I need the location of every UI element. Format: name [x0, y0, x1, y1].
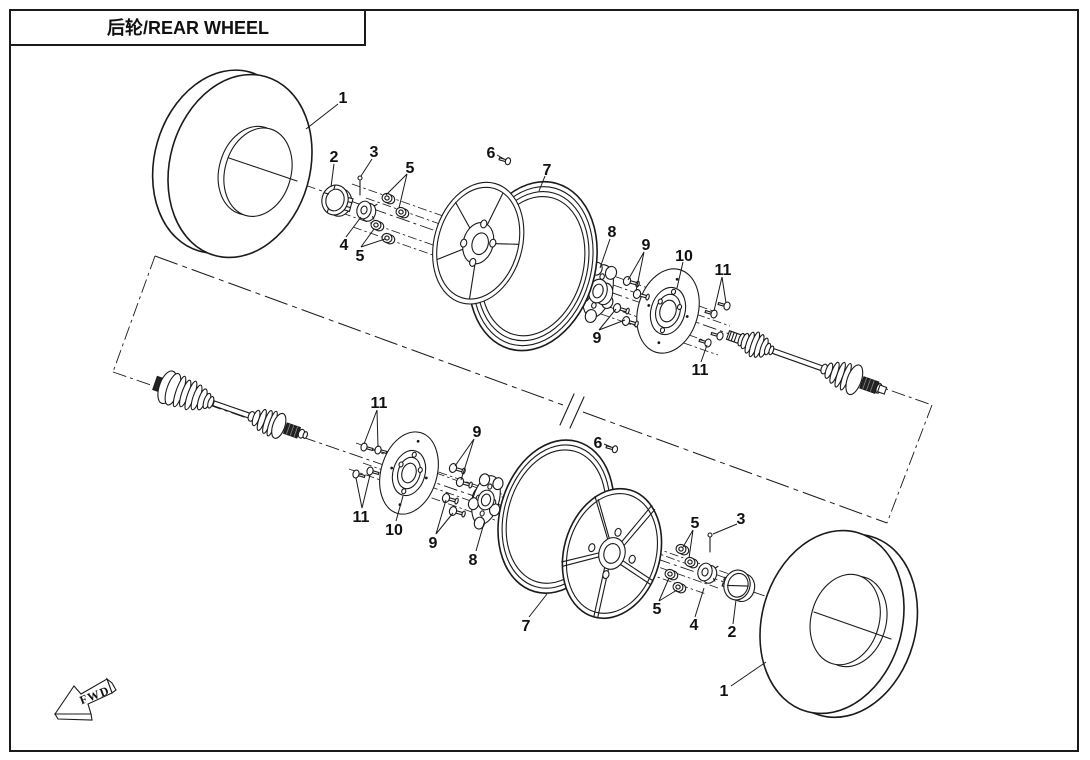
tire-top	[151, 69, 313, 259]
callout-9-top-right: 9	[642, 237, 651, 254]
callout-10-bottom: 10	[385, 522, 403, 539]
callout-3-top: 3	[370, 144, 379, 161]
tire-valve-bottom	[605, 445, 619, 454]
axis-segment-tire-top	[228, 157, 298, 182]
edge-left	[112, 255, 156, 373]
axis-line-bottom	[112, 371, 766, 597]
rear-wheel-assembly-top	[151, 69, 731, 354]
callout-2-top: 2	[330, 149, 339, 166]
callout-6-bottom: 6	[594, 435, 603, 452]
tire-valve-top	[498, 157, 512, 166]
wheel-rim-top	[432, 180, 598, 352]
title-box	[9, 9, 366, 46]
axis-segment-tire-bottom	[813, 611, 892, 640]
disc-bolts-bottom	[352, 442, 388, 479]
wheel-rim-bottom	[497, 439, 663, 620]
brake-disc-top	[636, 268, 700, 354]
callout-7-bottom: 7	[522, 618, 531, 635]
cv-axle-left	[152, 370, 309, 439]
hub-cap-bottom	[721, 569, 756, 603]
cv-axle-right	[725, 330, 888, 396]
callout-10-top: 10	[675, 248, 693, 265]
callouts: 1 2 3 5 4 5 6 7 8 9 10 11 9 11 11 9 6	[305, 90, 767, 700]
callout-9-bottom-upper: 9	[473, 424, 482, 441]
rear-wheel-assembly-bottom	[352, 431, 919, 719]
callout-11-bottom-upper: 11	[371, 395, 388, 412]
callout-11-top-lower: 11	[692, 362, 709, 379]
callout-1-bottom: 1	[720, 683, 729, 700]
callout-4-top: 4	[340, 237, 349, 254]
callout-5-bottom-upper: 5	[691, 515, 700, 532]
disc-bolts-top	[698, 301, 731, 348]
callout-9-top-left: 9	[593, 330, 602, 347]
castle-nut-bottom	[697, 562, 719, 584]
diagonal-line-a	[154, 255, 564, 406]
page-title: 后轮/REAR WHEEL	[107, 17, 269, 38]
callout-8-bottom: 8	[469, 552, 478, 569]
hub-bottom	[467, 473, 504, 530]
castle-nut-top	[356, 200, 378, 222]
callout-6-top: 6	[487, 145, 496, 162]
callout-4-bottom: 4	[690, 617, 699, 634]
edge-right	[886, 404, 933, 524]
callout-9-bottom-lower: 9	[429, 535, 438, 552]
brake-disc-bottom	[379, 431, 439, 515]
lug-nuts-bottom	[664, 543, 699, 594]
center-lines	[112, 183, 933, 597]
callout-5-bottom-lower: 5	[653, 601, 662, 618]
callout-5-top-left: 5	[356, 248, 365, 265]
cotter-pin-bottom	[707, 532, 713, 553]
cotter-pin-top	[357, 175, 363, 196]
callout-8-top: 8	[608, 224, 617, 241]
callout-5-top-right: 5	[406, 160, 415, 177]
callout-11-top-right: 11	[715, 262, 732, 279]
callout-1-top: 1	[339, 90, 348, 107]
diagonal-line-b	[582, 411, 888, 524]
callout-3-bottom: 3	[737, 511, 746, 528]
callout-11-bottom-lower: 11	[353, 509, 370, 526]
callout-2-bottom: 2	[728, 624, 737, 641]
tire-bottom	[759, 529, 919, 719]
callout-7-top: 7	[543, 162, 552, 179]
break-symbol	[559, 393, 585, 429]
hub-cap-top	[321, 184, 354, 217]
